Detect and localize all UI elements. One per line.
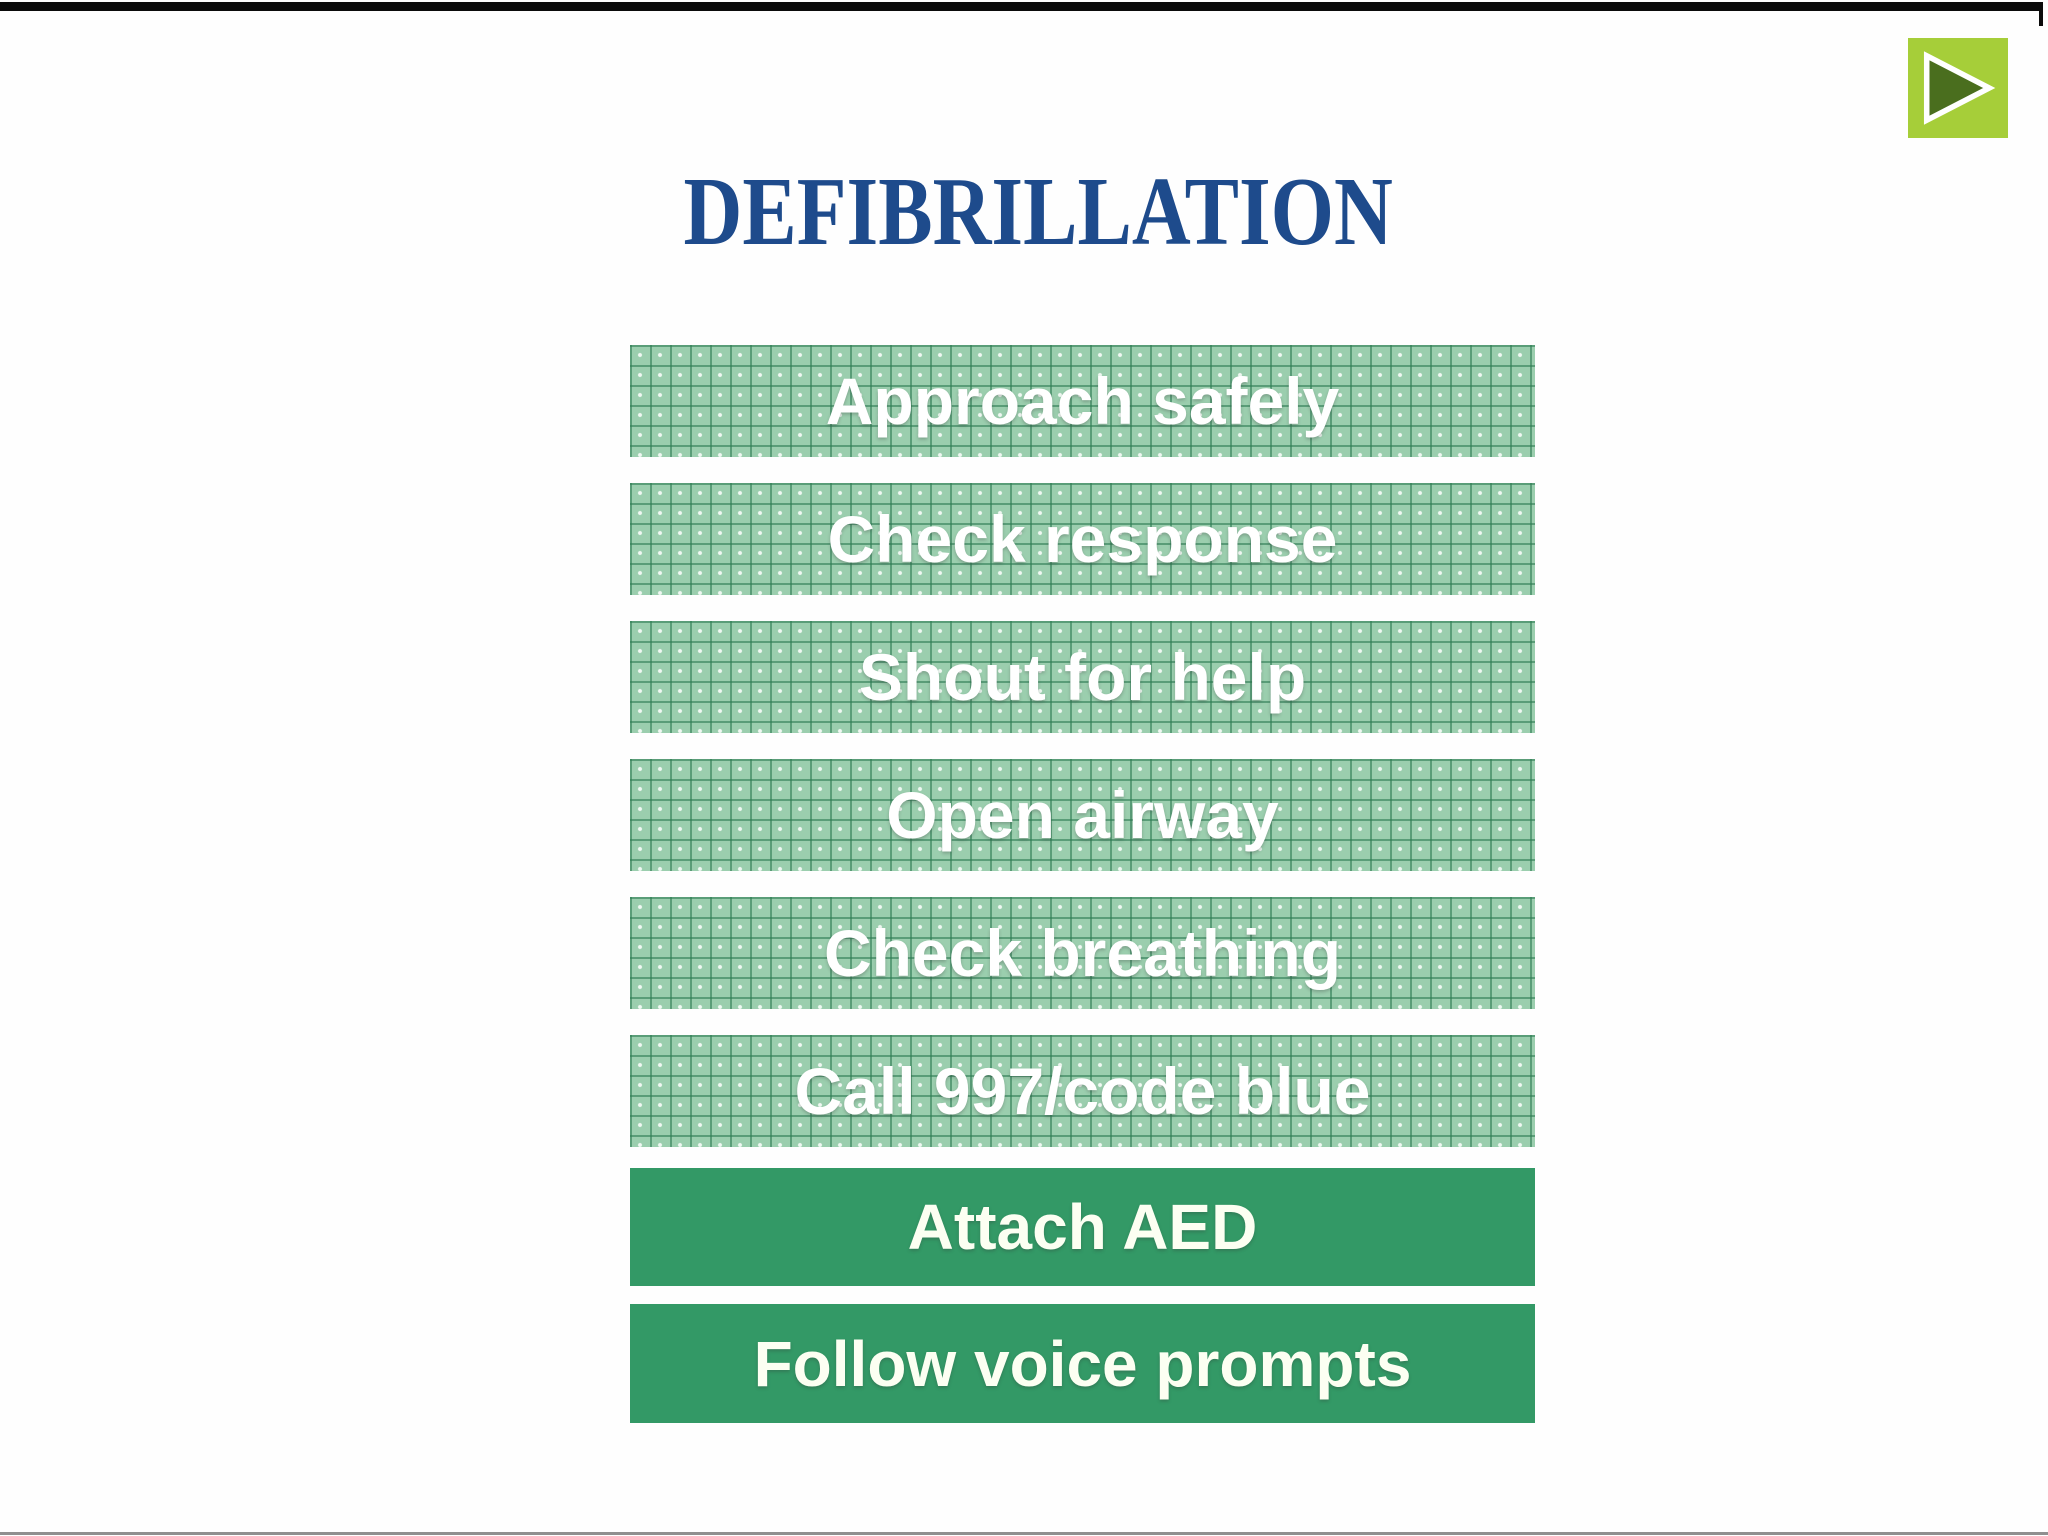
step-bar-attach-aed: Attach AED	[630, 1168, 1535, 1286]
step-bar-follow-voice-prompts: Follow voice prompts	[630, 1304, 1535, 1423]
step-bar-check-breathing: Check breathing	[630, 897, 1535, 1009]
bottom-window-edge	[0, 1532, 2048, 1535]
step-bar-call-997-code-blue: Call 997/code blue	[630, 1035, 1535, 1147]
page-title: DEFIBRILLATION	[683, 158, 1393, 265]
title-row: DEFIBRILLATION	[28, 163, 2048, 260]
step-bar-shout-for-help: Shout for help	[630, 621, 1535, 733]
top-window-bar	[0, 2, 2043, 11]
step-bar-approach-safely: Approach safely	[630, 345, 1535, 457]
step-bar-open-airway: Open airway	[630, 759, 1535, 871]
next-slide-button[interactable]	[1908, 38, 2008, 138]
step-bar-check-response: Check response	[630, 483, 1535, 595]
top-window-bar-end	[2039, 2, 2043, 26]
play-icon	[1923, 51, 1996, 125]
